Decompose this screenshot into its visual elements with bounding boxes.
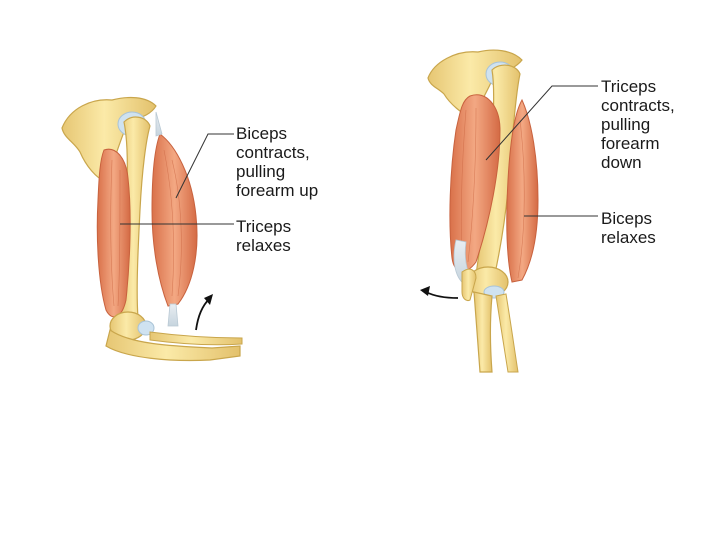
biceps-muscle-right	[506, 98, 539, 283]
forearm-left	[105, 329, 241, 362]
label-triceps-relaxes: Triceps relaxes	[236, 217, 292, 255]
label-triceps-contracts: Triceps contracts, pulling forearm down	[601, 77, 675, 172]
extended-arm-illustration	[420, 49, 539, 373]
label-biceps-contracts: Biceps contracts, pulling forearm up	[236, 124, 319, 200]
biceps-muscle-left	[151, 133, 198, 307]
arrow-up-icon	[195, 297, 211, 331]
triceps-muscle-left	[96, 148, 131, 318]
forearm-right	[473, 291, 493, 373]
leader-lines-left	[120, 133, 234, 225]
leader-lines-right	[485, 85, 598, 217]
arrow-left-icon	[425, 291, 459, 299]
flexed-arm-illustration	[61, 96, 243, 362]
label-biceps-relaxes: Biceps relaxes	[601, 209, 656, 247]
